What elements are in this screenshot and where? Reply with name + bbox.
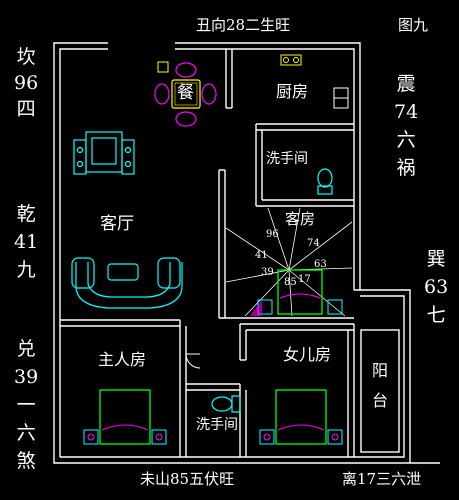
guest-bed (250, 269, 343, 316)
sofa-set (71, 257, 183, 309)
compass-74: 74 (307, 238, 320, 249)
daughter-bed (259, 389, 343, 445)
room-dining: 餐 (177, 83, 194, 103)
room-washroom-top: 洗手间 (266, 151, 308, 167)
stove (280, 54, 302, 66)
master-bed (83, 389, 167, 445)
dining-set (154, 61, 217, 127)
compass-96: 96 (266, 229, 279, 240)
compass-63: 63 (314, 259, 327, 270)
room-master: 主人房 (98, 350, 147, 369)
compass-85: 85 (284, 277, 297, 288)
tv-cabinet (73, 131, 135, 175)
walls (53, 42, 440, 464)
compass-41: 41 (255, 250, 268, 261)
toilet-top (317, 168, 333, 195)
compass-17: 17 (298, 274, 311, 285)
fridge (333, 87, 349, 109)
orientation-label: 丑向28二生旺 (196, 16, 291, 34)
room-washroom-bottom: 洗手间 (196, 417, 238, 433)
room-kitchen: 厨房 (276, 82, 309, 101)
footer-left-label: 未山85五伏旺 (140, 470, 235, 488)
room-guest: 客房 (285, 210, 316, 228)
toilet-bottom (211, 395, 241, 413)
room-balcony: 阳台 (372, 361, 389, 410)
room-living: 客厅 (100, 214, 134, 234)
room-daughter: 女儿房 (283, 345, 332, 364)
footer-right-label: 离17三六泄 (342, 470, 422, 488)
figure-label: 图九 (398, 16, 429, 34)
compass-39: 39 (261, 267, 274, 278)
